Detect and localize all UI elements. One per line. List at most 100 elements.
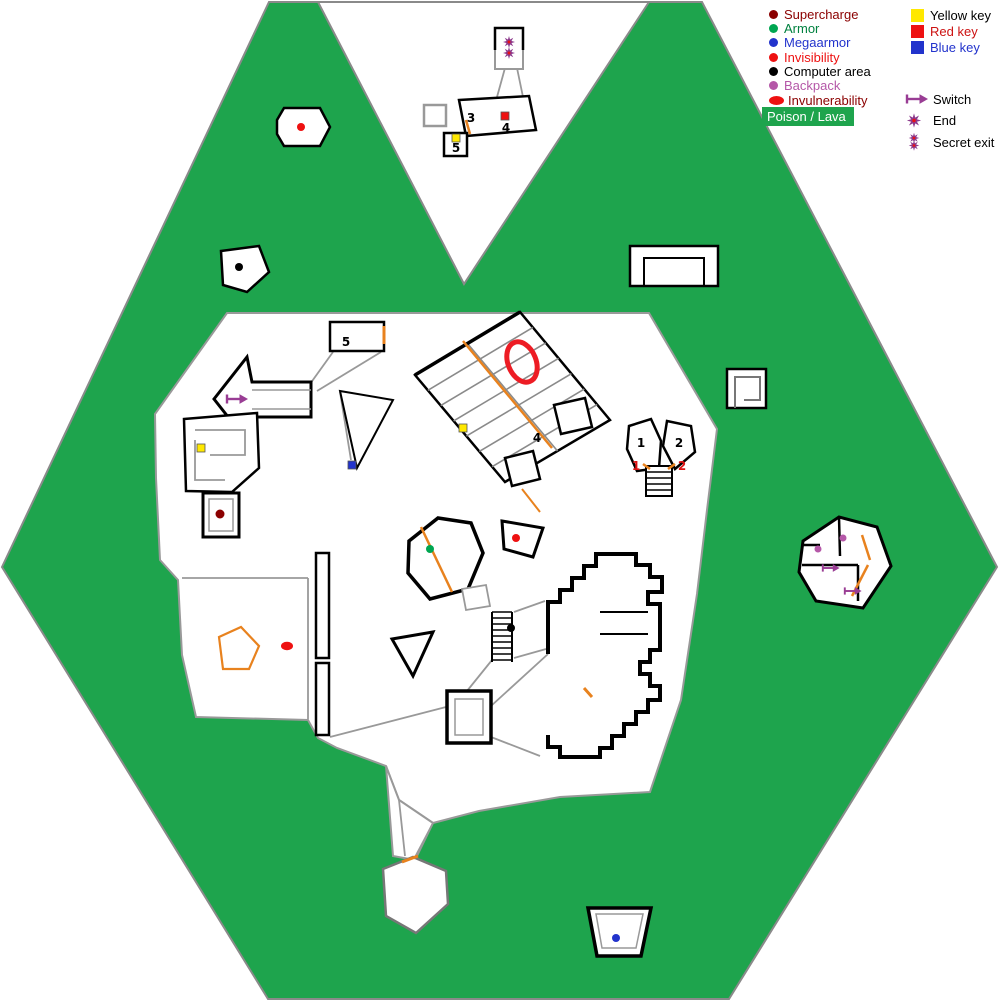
legend-item-red-key: Red key bbox=[911, 24, 991, 39]
staircase-hall-steps bbox=[427, 326, 598, 468]
thin-room-1 bbox=[314, 551, 331, 660]
supercharge-room-inner bbox=[208, 498, 234, 532]
yellow-key-room-w-inner bbox=[194, 429, 246, 481]
legend-item-secret-exit: Secret exit bbox=[903, 133, 994, 151]
staircase-hall-edge bbox=[414, 310, 521, 377]
invisibility-dot bbox=[297, 123, 305, 131]
rooms bbox=[182, 26, 893, 958]
room-2-tower bbox=[661, 419, 697, 471]
computer-area-dot-icon bbox=[769, 67, 778, 77]
sw-square-room-inner bbox=[454, 698, 484, 736]
invulnerability-icon bbox=[281, 641, 293, 651]
room-rect-ne-inner bbox=[643, 257, 705, 286]
yellow-key-icon bbox=[458, 423, 468, 433]
number-labels: 3 4 5 5 4 1 2 1 2 bbox=[342, 111, 686, 473]
yellow-key-icon bbox=[451, 133, 461, 143]
legend-item-armor: Armor bbox=[769, 21, 871, 37]
yellow-key-icon bbox=[196, 443, 206, 453]
legend-item-blue-key: Blue key bbox=[911, 40, 991, 55]
ladder-stairs bbox=[491, 611, 513, 662]
red-dot-triangle-room bbox=[500, 519, 545, 559]
label-1-red: 1 bbox=[632, 459, 640, 473]
yellow-key-swatch-icon bbox=[911, 9, 924, 22]
blue-key-icon bbox=[347, 460, 357, 470]
label-2-red: 2 bbox=[678, 459, 686, 473]
backpack-dot bbox=[814, 545, 822, 553]
supercharge-dot-icon bbox=[769, 9, 778, 19]
legend-label-end: End bbox=[933, 113, 957, 128]
thin-room-2 bbox=[314, 661, 331, 737]
legend-item-computer-area: Computer area bbox=[769, 64, 871, 80]
legend-label-secret-exit: Secret exit bbox=[933, 134, 995, 150]
legend-label-armor: Armor bbox=[784, 21, 820, 37]
room-square-e-inner bbox=[734, 376, 761, 408]
legend-item-backpack: Backpack bbox=[769, 78, 871, 94]
megaarmor-dot bbox=[612, 934, 620, 942]
top-notch-area bbox=[316, 0, 651, 286]
label-5: 5 bbox=[452, 141, 460, 155]
legend-item-invisibility: Invisibility bbox=[769, 49, 871, 65]
armor-hex-annex bbox=[460, 583, 492, 612]
room-computer-nw bbox=[219, 244, 271, 294]
rooms-12-stairs bbox=[645, 465, 673, 497]
label-2: 2 bbox=[675, 436, 683, 450]
room-5-mid bbox=[328, 320, 386, 353]
legend-item-end: End bbox=[903, 112, 956, 129]
label-3: 3 bbox=[467, 111, 475, 125]
staircase-annex-e bbox=[552, 396, 594, 436]
legend-label-blue-key: Blue key bbox=[930, 40, 980, 55]
room-3-4 bbox=[457, 94, 538, 138]
label-5: 5 bbox=[342, 335, 350, 349]
legend-label-red-key: Red key bbox=[930, 24, 978, 39]
label-4: 4 bbox=[502, 121, 510, 135]
red-key-icon bbox=[500, 111, 510, 121]
item-markers bbox=[196, 33, 862, 942]
legend-keys: Yellow key Red key Blue key bbox=[911, 8, 991, 57]
room-5-top bbox=[442, 131, 469, 158]
megaarmor-dot-icon bbox=[769, 38, 778, 48]
triangle-room-s bbox=[389, 630, 436, 680]
computer-area-dot bbox=[235, 263, 243, 271]
legend-item-megaarmor: Megaarmor bbox=[769, 35, 871, 51]
gray-square-top bbox=[422, 103, 448, 128]
switch-icon bbox=[905, 93, 929, 105]
supercharge-dot bbox=[215, 509, 225, 519]
legend-item-yellow-key: Yellow key bbox=[911, 8, 991, 23]
room-trapezoid-s bbox=[585, 906, 654, 958]
armor-dot-icon bbox=[769, 24, 778, 34]
invulnerability-ellipse-icon bbox=[769, 95, 784, 105]
invisibility-dot bbox=[512, 534, 520, 542]
legend-label-backpack: Backpack bbox=[784, 78, 841, 94]
legend-item-switch: Switch bbox=[903, 91, 971, 107]
legend-label-invisibility: Invisibility bbox=[784, 49, 840, 65]
legend-label-megaarmor: Megaarmor bbox=[784, 35, 851, 51]
legend-label-switch: Switch bbox=[933, 91, 972, 107]
stepped-complex-inner bbox=[600, 611, 648, 635]
legend-label-poison-lava: Poison / Lava bbox=[767, 109, 846, 124]
label-1: 1 bbox=[637, 436, 645, 450]
legend-item-supercharge: Supercharge bbox=[769, 6, 871, 22]
yellow-key-room-w bbox=[182, 411, 261, 494]
legend-label-supercharge: Supercharge bbox=[784, 6, 859, 22]
legend-item-invulnerability: Invulnerability bbox=[769, 92, 871, 108]
backpack-dot-icon bbox=[769, 81, 778, 91]
staircase-annex-sw bbox=[503, 449, 542, 488]
room-trapezoid-s-inner bbox=[595, 913, 644, 949]
red-key-swatch-icon bbox=[911, 25, 924, 38]
legend-label-computer-area: Computer area bbox=[784, 64, 871, 80]
secret-exit-icon bbox=[906, 133, 922, 151]
label-4: 4 bbox=[533, 431, 541, 445]
red-highlight-ellipse bbox=[504, 339, 540, 385]
invisibility-dot-icon bbox=[769, 52, 778, 62]
legend-label-invulnerability: Invulnerability bbox=[788, 92, 868, 108]
switch-arrow-room-inner bbox=[252, 389, 311, 410]
computer-area-dot bbox=[507, 624, 515, 632]
room-hex-e bbox=[797, 515, 893, 610]
end-icon bbox=[903, 112, 925, 129]
blue-key-swatch-icon bbox=[911, 41, 924, 54]
backpack-dot bbox=[839, 534, 847, 542]
legend-label-yellow-key: Yellow key bbox=[930, 8, 991, 23]
armor-dot bbox=[426, 545, 434, 553]
legend-powerups: Supercharge Armor Megaarmor Invisibility… bbox=[769, 6, 871, 108]
